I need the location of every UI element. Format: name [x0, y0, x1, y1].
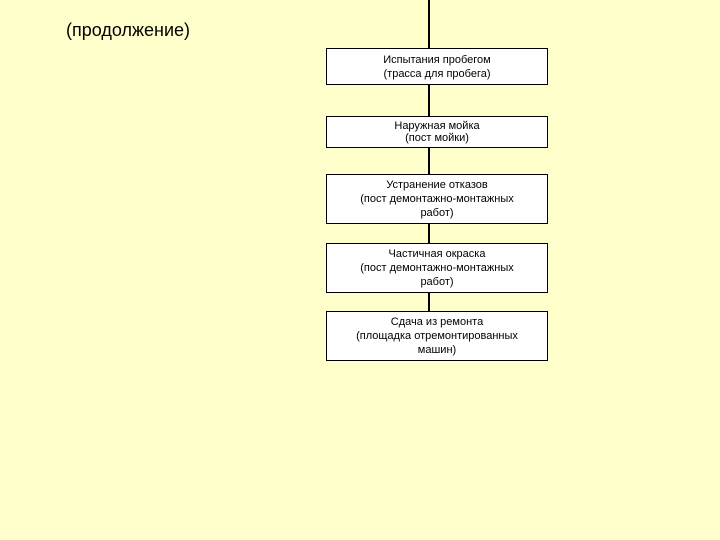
flow-box-line: (площадка отремонтированных: [356, 330, 518, 342]
flow-box-line: Испытания пробегом: [383, 53, 491, 66]
flow-box-line: (пост демонтажно-монтажных: [360, 193, 514, 205]
flow-box-partial-painting: Частичная окраска (пост демонтажно-монта…: [326, 243, 548, 293]
flow-box-handover-from-repair: Сдача из ремонта (площадка отремонтирова…: [326, 311, 548, 361]
flow-box-failure-elimination: Устранение отказов (пост демонтажно-монт…: [326, 174, 548, 224]
flow-box-line: Сдача из ремонта: [390, 316, 484, 328]
flow-box-line: Наружная мойка: [394, 120, 480, 132]
flow-box-line: (трасса для пробега): [383, 67, 491, 80]
flow-box-line: работ): [420, 207, 454, 219]
flow-box-run-testing: Испытания пробегом (трасса для пробега): [326, 48, 548, 85]
flow-box-line: машин): [417, 344, 457, 356]
flow-box-external-washing: Наружная мойка (пост мойки): [326, 116, 548, 148]
flow-box-line: Частичная окраска: [388, 248, 486, 260]
flow-box-line: (пост демонтажно-монтажных: [360, 262, 514, 274]
flow-box-line: работ): [420, 276, 454, 288]
connector-line: [428, 0, 430, 312]
continuation-label: (продолжение): [66, 20, 191, 40]
flow-box-line: Устранение отказов: [386, 179, 488, 191]
flow-box-line: (пост мойки): [405, 132, 469, 144]
